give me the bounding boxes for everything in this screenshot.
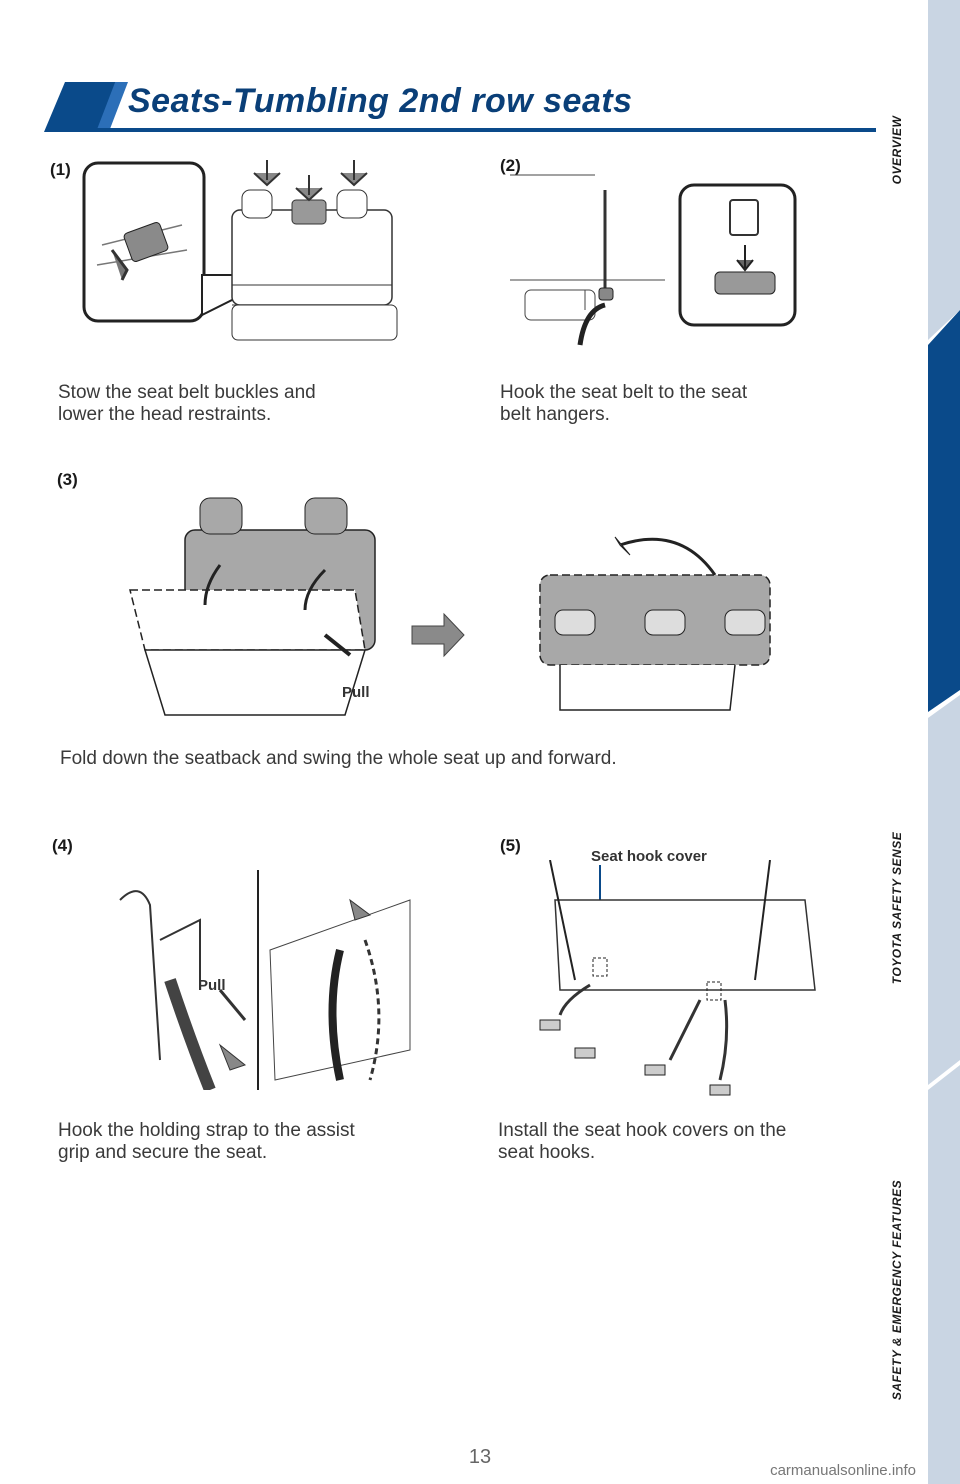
step-4-caption-line1: Hook the holding strap to the assist (58, 1120, 355, 1141)
tab-toyota-safety-sense[interactable]: TOYOTA SAFETY SENSE (868, 718, 960, 1088)
tab-features-operations[interactable]: FEATURES & OPERATIONS (868, 345, 960, 715)
tab-safety-emergency[interactable]: SAFETY & EMERGENCY FEATURES (868, 1090, 960, 1484)
tab-safety-emergency-label: SAFETY & EMERGENCY FEATURES (890, 1179, 904, 1401)
step-2-caption-line2: belt hangers. (500, 404, 610, 425)
step-2-caption-line1: Hook the seat belt to the seat (500, 382, 748, 403)
step-5-caption-line1: Install the seat hook covers on the (498, 1120, 787, 1141)
next-arrow-icon (411, 612, 465, 658)
step-2-label: (2) (500, 156, 521, 175)
step-4-label: (4) (52, 836, 73, 855)
tab-features-bg (928, 310, 960, 712)
step-1-caption-line1: Stow the seat belt buckles and (58, 382, 316, 403)
step-5-label: (5) (500, 836, 521, 855)
step-5-callout-seat-hook-cover: Seat hook cover (591, 848, 707, 865)
tab-overview[interactable]: OVERVIEW (868, 0, 960, 340)
step-3-label: (3) (57, 470, 78, 489)
step-4-illustration (119, 870, 411, 1090)
tab-features-operations-label: FEATURES & OPERATIONS (890, 460, 904, 630)
title-rule (96, 128, 876, 132)
step-4-callout-pull: Pull (198, 977, 226, 994)
page-number: 13 (468, 1446, 492, 1468)
step-5-caption-line2: seat hooks. (498, 1142, 596, 1163)
step-4-caption: Hook the holding strap to the assist gri… (58, 1120, 355, 1164)
step-1-illustration (82, 160, 398, 341)
step-5-caption: Install the seat hook covers on the seat… (498, 1120, 786, 1164)
step-4-caption-line2: grip and secure the seat. (58, 1142, 268, 1163)
tab-toyota-safety-sense-label: TOYOTA SAFETY SENSE (890, 831, 904, 985)
step-1-caption-line2: lower the head restraints. (58, 404, 272, 425)
step-5-illustration (539, 860, 816, 1096)
side-tab-strip (928, 0, 960, 1484)
step-1-caption: Stow the seat belt buckles and lower the… (58, 382, 316, 426)
step-3-callout-pull: Pull (342, 684, 370, 701)
step-2-caption: Hook the seat belt to the seat belt hang… (500, 382, 747, 426)
step-2-illustration (510, 174, 797, 346)
step-3-caption: Fold down the seatback and swing the who… (60, 748, 617, 769)
watermark: carmanualsonline.info (770, 1462, 916, 1479)
step-3-illustration-seat (129, 497, 376, 716)
tab-overview-label: OVERVIEW (890, 115, 904, 185)
tab-overview-bg (928, 0, 960, 340)
step-1-label: (1) (50, 160, 71, 179)
step-3-illustration-folded (539, 536, 771, 711)
page-title: Seats-Tumbling 2nd row seats (128, 82, 633, 120)
tab-safety-bg (928, 1065, 960, 1484)
tab-tss-bg (928, 695, 960, 1085)
